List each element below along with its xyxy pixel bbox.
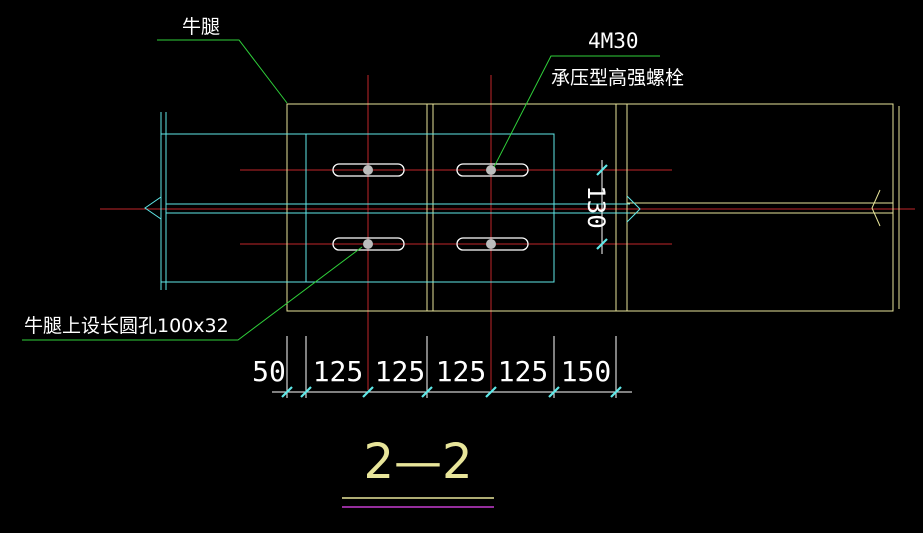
slot-hole (332, 163, 405, 177)
dimension-ticks (281, 164, 622, 398)
label-vertical-dim: 130 (582, 185, 610, 228)
beam-and-plate (144, 112, 641, 290)
slot-hole (332, 237, 405, 251)
dim-tick (362, 386, 374, 398)
label-bolt-type: 承压型高强螺栓 (551, 67, 684, 89)
weld-right (871, 189, 881, 227)
weld-left (626, 195, 641, 223)
break-mark (144, 196, 162, 220)
leader-lines (22, 39, 660, 341)
bolt (486, 165, 496, 175)
center-lines (100, 75, 915, 390)
dim-tick (421, 386, 433, 398)
bolt (363, 239, 373, 249)
label-slot-note: 牛腿上设长圆孔100x32 (24, 315, 229, 337)
dim-tick (596, 164, 608, 176)
dim-tick (281, 386, 293, 398)
dim-text: 50 (252, 355, 286, 388)
slot-hole (456, 163, 529, 177)
dim-text: 150 (561, 355, 612, 388)
horizontal-dimension-texts: 50 125 125 125 125 150 (252, 355, 611, 388)
dim-text: 125 (498, 355, 549, 388)
dim-tick (485, 386, 497, 398)
dim-text: 125 (313, 355, 364, 388)
leader-bolt (493, 55, 660, 168)
dim-text: 125 (436, 355, 487, 388)
slot-hole (456, 237, 529, 251)
bolt (363, 165, 373, 175)
dim-tick (596, 238, 608, 250)
dimension-lines (272, 160, 632, 398)
dim-tick (300, 386, 312, 398)
dim-tick (548, 386, 560, 398)
connection-plate (305, 133, 555, 283)
label-bolt-spec: 4M30 (588, 29, 639, 53)
leader-slot (22, 246, 363, 341)
dim-text: 125 (375, 355, 426, 388)
label-corbel: 牛腿 (182, 16, 220, 38)
bolt (486, 239, 496, 249)
section-title: 2—2 (363, 434, 472, 490)
dim-tick (610, 386, 622, 398)
corbel-outline (286, 103, 900, 312)
leader-corbel (157, 39, 288, 104)
bolt-group (332, 163, 529, 251)
